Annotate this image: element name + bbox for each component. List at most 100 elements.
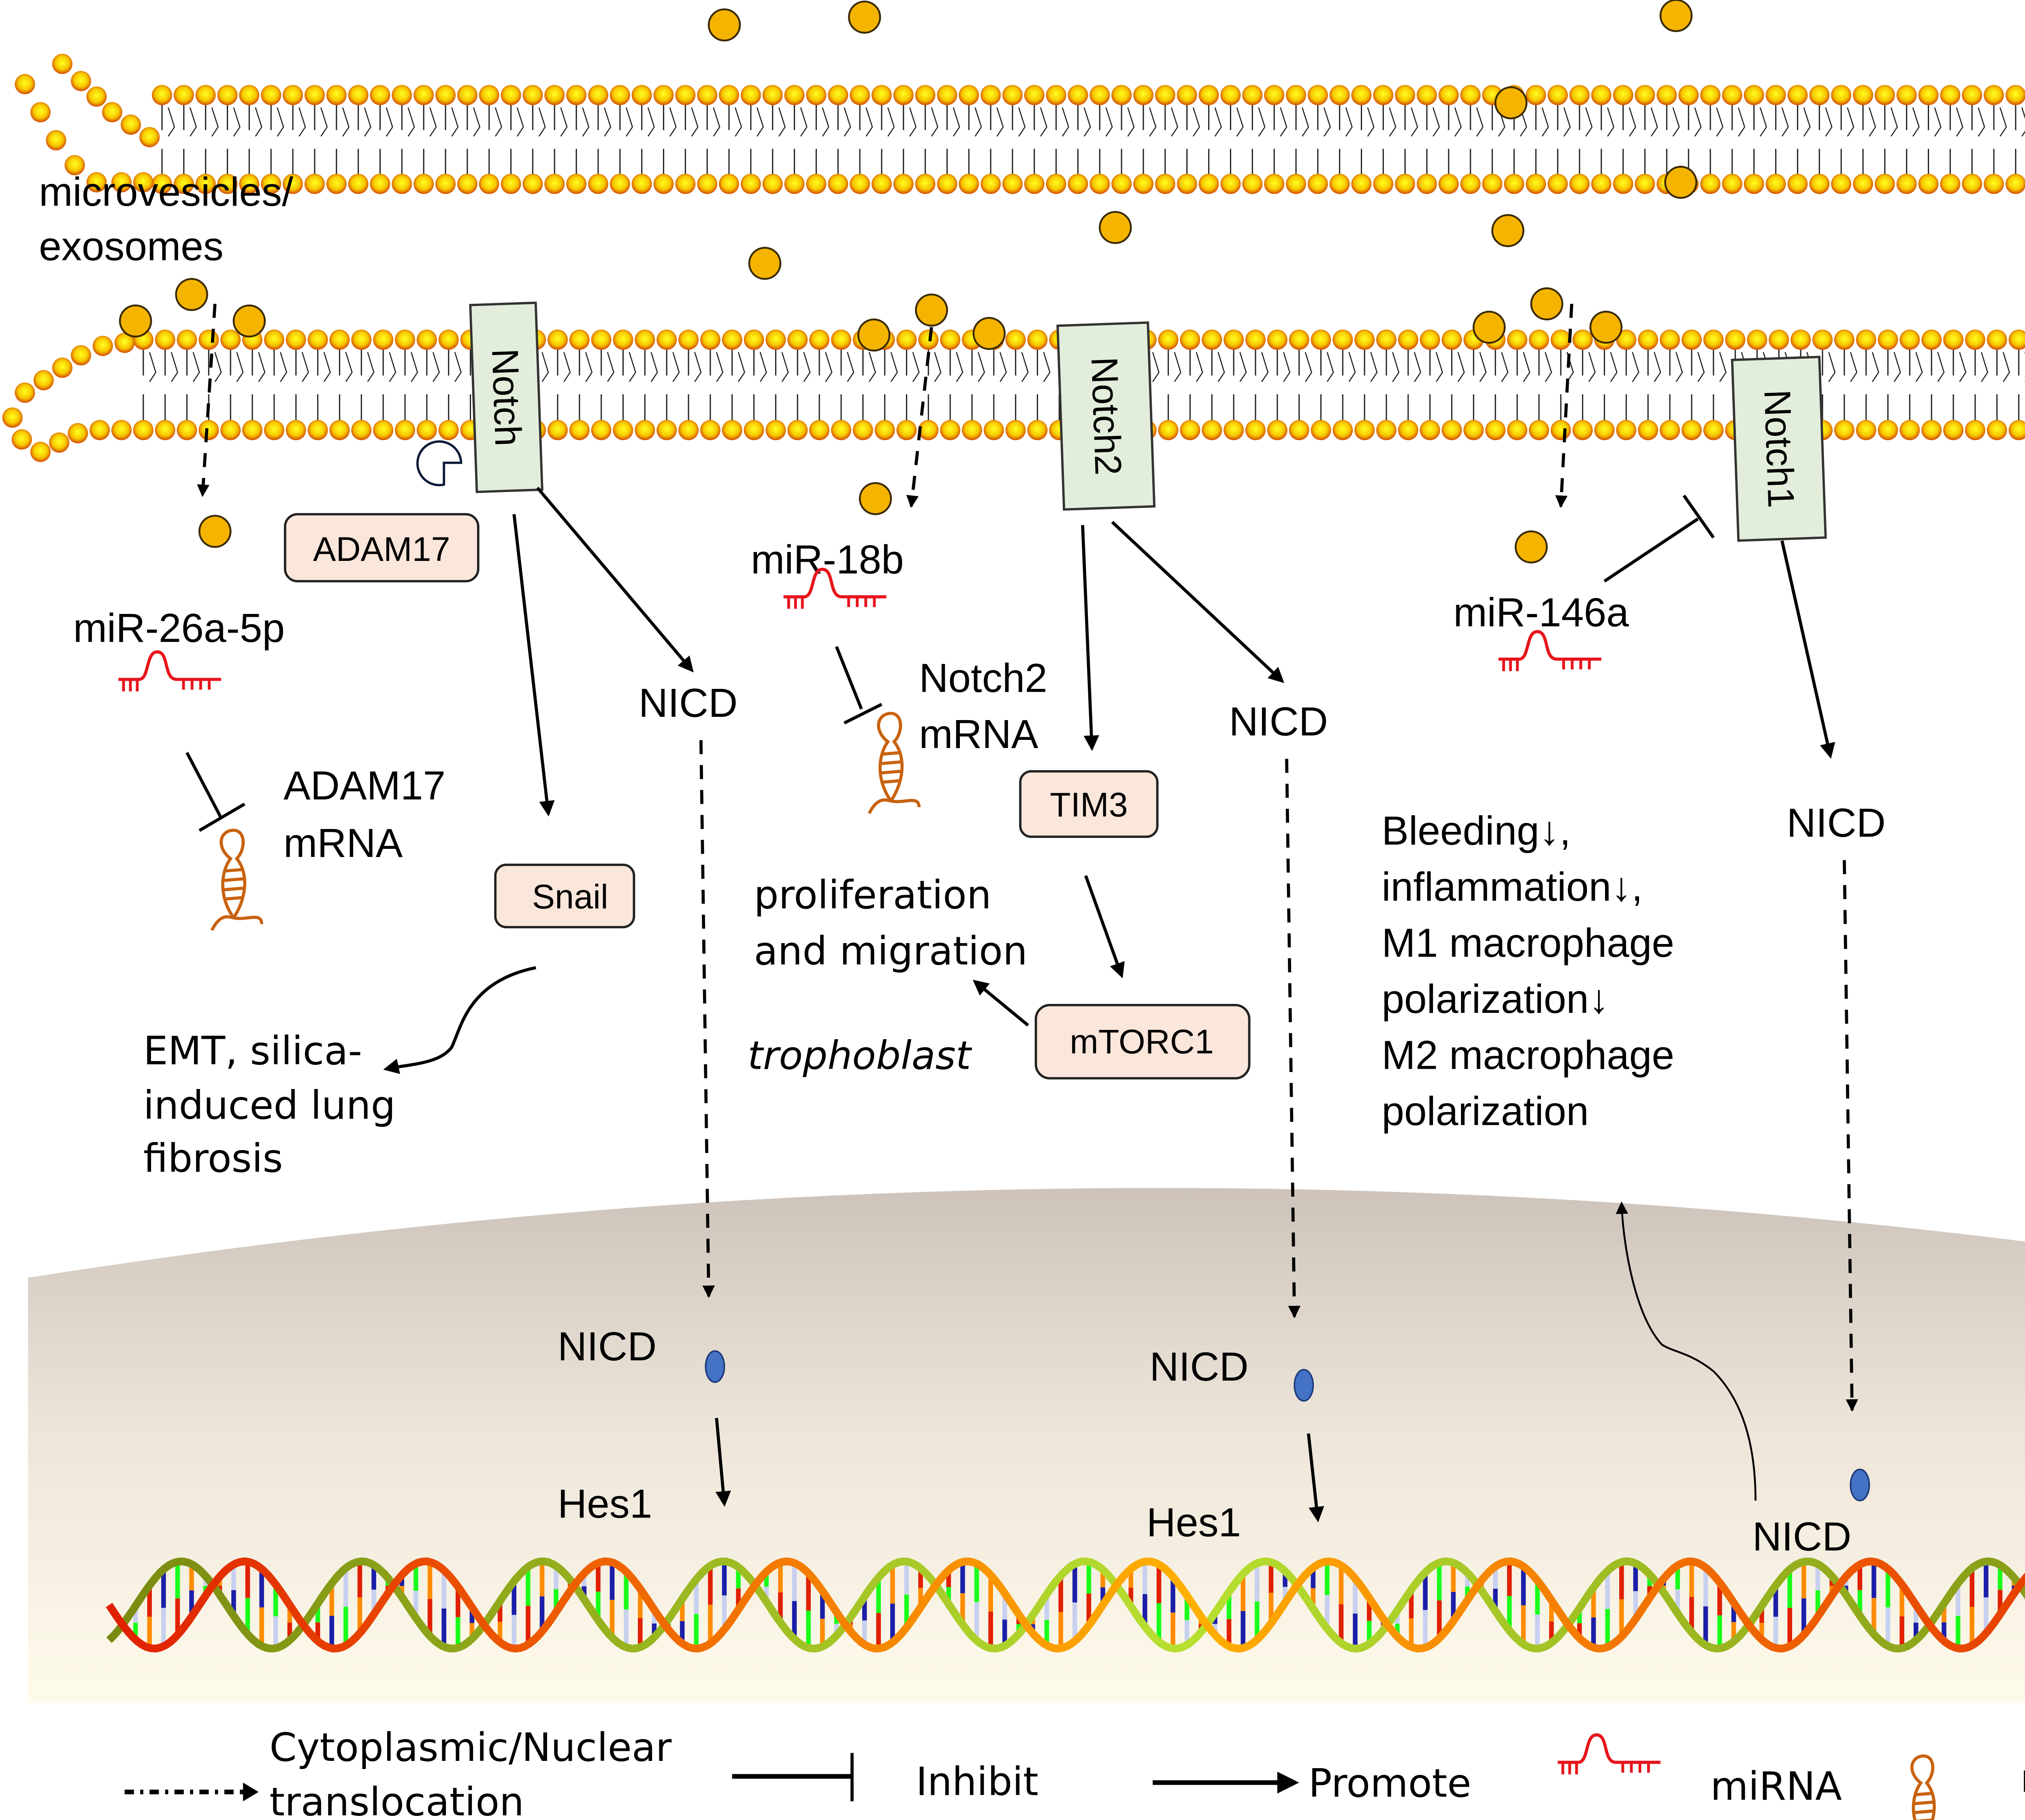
lipid-head xyxy=(1354,420,1375,440)
lipid-head xyxy=(1024,174,1044,194)
lipid-head xyxy=(198,329,219,350)
lipid-head xyxy=(653,174,674,194)
lipid-head xyxy=(784,174,805,194)
lipid-head xyxy=(937,174,957,194)
mrna-icon xyxy=(210,829,263,931)
adam17-protein-box xyxy=(284,513,480,583)
lipid-head xyxy=(1002,174,1023,194)
lipid-head xyxy=(1332,329,1353,350)
vesicle xyxy=(708,8,741,42)
receptor-notch1: Notch1 xyxy=(1731,356,1827,542)
nicd-left-nucleus: NICD xyxy=(558,1324,657,1369)
translocation-arrow-right xyxy=(1843,860,1859,1412)
inhibit-bar xyxy=(198,803,245,832)
inhibit-bar xyxy=(843,703,882,725)
dna-strand xyxy=(106,1557,2025,1653)
lipid-head xyxy=(1177,174,1197,194)
lipid-head xyxy=(86,172,107,193)
lipid-head xyxy=(893,85,914,105)
lipid-head xyxy=(675,85,696,105)
lipid-head xyxy=(1765,174,1786,194)
lipid-head xyxy=(2005,85,2025,105)
lipid-head xyxy=(195,174,216,194)
lipid-head xyxy=(918,329,939,350)
lipid-head xyxy=(1224,420,1244,440)
lipid-head xyxy=(1354,329,1375,350)
notch2-mrna-label-line1: Notch2 xyxy=(919,655,1047,701)
lipid-head xyxy=(1613,174,1633,194)
lipid-head xyxy=(591,329,612,350)
lipid-head xyxy=(1329,85,1350,105)
lipid-head xyxy=(326,85,347,105)
lipid-head xyxy=(1441,420,1462,440)
lipid-head xyxy=(1111,85,1132,105)
lipid-head xyxy=(1376,329,1397,350)
lipid-head xyxy=(1594,420,1615,440)
lipid-head xyxy=(1329,174,1350,194)
lipid-head xyxy=(1812,329,1833,350)
lipid-head xyxy=(981,174,1001,194)
promote-arrow-to-emt xyxy=(383,966,536,1074)
lipid-head xyxy=(1395,174,1415,194)
lipid-head xyxy=(30,441,51,462)
lipid-head xyxy=(809,329,830,350)
lipid-head xyxy=(114,332,135,353)
lipid-head xyxy=(1700,85,1721,105)
lipid-head xyxy=(896,329,917,350)
lipid-head xyxy=(1878,420,1898,440)
lipid-head xyxy=(370,174,390,194)
lipid-head xyxy=(1351,85,1372,105)
legend-mirna-icon xyxy=(1558,1733,1660,1775)
lipid-head xyxy=(1656,85,1677,105)
lipid-head xyxy=(1856,329,1876,350)
lipid-head xyxy=(414,174,434,194)
lipid-head xyxy=(177,420,197,440)
lipid-head xyxy=(1700,174,1721,194)
vesicle xyxy=(972,317,1006,350)
lipid-head xyxy=(1133,85,1154,105)
lipid-head xyxy=(675,174,696,194)
lipid-head xyxy=(1943,420,1964,440)
lipid-head xyxy=(719,85,739,105)
lipid-head xyxy=(220,329,241,350)
lipid-head xyxy=(479,174,499,194)
lipid-head xyxy=(588,85,608,105)
lipid-head xyxy=(831,420,851,440)
lipid-head xyxy=(1809,174,1830,194)
lipid-head xyxy=(1504,174,1524,194)
lipid-head xyxy=(831,329,851,350)
lipid-head xyxy=(1548,85,1568,105)
adam17-mrna-label-line1: ADAM17 xyxy=(284,763,446,808)
vesicle-label-line1: microvesicles/ xyxy=(39,169,293,215)
lipid-head xyxy=(173,85,194,105)
vesicle xyxy=(1659,0,1693,32)
hes1-middle: Hes1 xyxy=(1147,1500,1241,1545)
vesicle xyxy=(1515,530,1548,564)
lipid-head xyxy=(1307,174,1328,194)
lipid-head xyxy=(1024,85,1044,105)
lipid-head xyxy=(1962,174,1982,194)
promote-arrow-to-proliferation xyxy=(972,980,1029,1027)
lipid-head xyxy=(722,329,742,350)
lipid-head xyxy=(569,420,590,440)
tim3-protein-label: TIM3 xyxy=(1050,785,1128,824)
lipid-head xyxy=(613,420,633,440)
lipid-head xyxy=(635,420,655,440)
lipid-head xyxy=(1155,85,1175,105)
mirna-icon xyxy=(118,650,222,692)
lipid-head xyxy=(1747,329,1767,350)
lipid-head xyxy=(1744,85,1764,105)
lipid-head xyxy=(787,329,808,350)
lipid-head xyxy=(52,358,72,378)
lipid-head xyxy=(700,420,720,440)
trophoblast-label: trophoblast xyxy=(748,1033,972,1078)
lipid-head xyxy=(1550,329,1571,350)
lipid-head xyxy=(697,174,718,194)
lipid-head xyxy=(1373,174,1394,194)
lipid-head xyxy=(610,85,630,105)
receptor-notch2: Notch2 xyxy=(1056,321,1156,511)
inhibit-arrow-mir18b xyxy=(835,646,863,710)
lipid-head xyxy=(1286,85,1306,105)
lipid-head xyxy=(1242,174,1263,194)
lipid-head xyxy=(1027,329,1048,350)
